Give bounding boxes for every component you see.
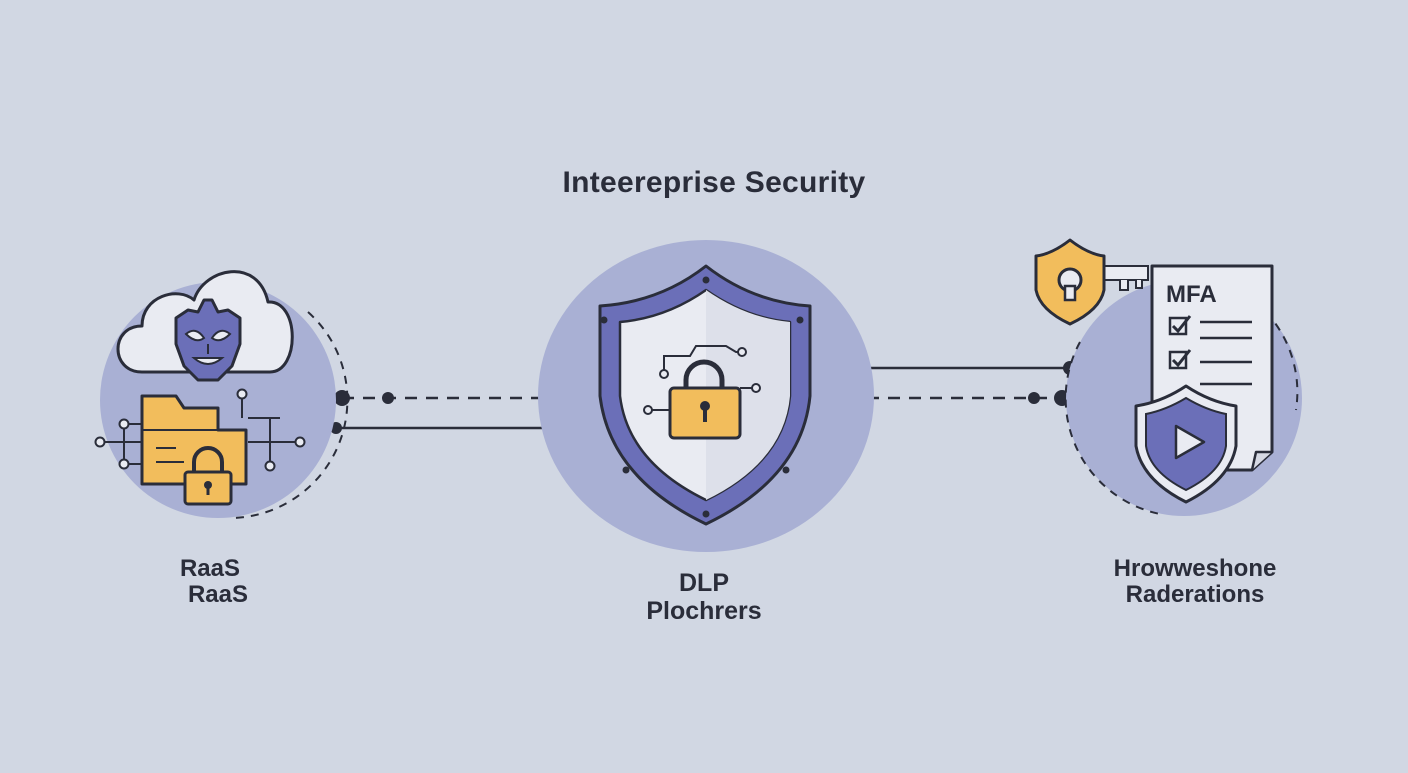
padlock-icon — [668, 359, 742, 440]
node-right-label-line-1: Hrowweshone — [1113, 555, 1277, 582]
checkbox-icon — [1168, 315, 1252, 386]
circuit-icon — [94, 388, 306, 472]
node-left-label-line-1: RaaS — [179, 555, 241, 582]
node-center — [538, 240, 874, 552]
node-center-label-line-1: DLP — [679, 569, 729, 597]
shield-keyhole-icon — [1034, 238, 1106, 326]
document-heading: MFA — [1166, 281, 1217, 308]
node-left-label: RaaS RaaS — [130, 555, 290, 609]
node-center-label: DLP Plochrers — [584, 569, 824, 625]
circuit-icon — [643, 345, 761, 415]
node-left-label-line-2: RaaS — [187, 581, 249, 609]
node-center-label-line-2: Plochrers — [646, 596, 762, 625]
padlock-icon — [183, 446, 233, 506]
node-right: MFA — [1034, 238, 1302, 516]
diagram-title: Inteereprise Security — [562, 166, 866, 199]
play-shield-icon — [1134, 384, 1238, 504]
robot-mask-icon — [174, 298, 242, 382]
connector-center-to-right-dashed — [841, 390, 1070, 406]
node-left — [94, 270, 349, 519]
node-right-label-line-2: Raderations — [1125, 581, 1265, 609]
node-right-label: Hrowweshone Raderations — [1050, 555, 1340, 609]
